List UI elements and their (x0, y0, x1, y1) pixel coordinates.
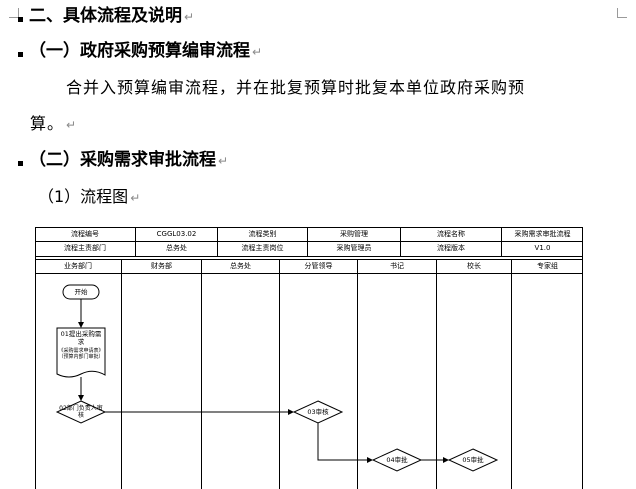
body-paragraph-line-1: 合并入预算编审流程，并在批复预算时批复本单位政府采购预 (66, 78, 526, 97)
header-cell-value: V1.0 (534, 244, 551, 252)
section-heading-2: 二、具体流程及说明↵ (18, 5, 194, 28)
lane-header: 书记 (390, 262, 404, 270)
crop-mark-top-left (9, 8, 19, 18)
lane-header: 财务部 (151, 262, 172, 270)
header-cell-value: 总务处 (166, 244, 187, 252)
header-cell-value: 采购管理 (340, 230, 368, 238)
paragraph-mark-icon: ↵ (184, 10, 195, 24)
flowchart-canvas (35, 227, 583, 489)
lane-header: 总务处 (230, 262, 251, 270)
node-04-shape (371, 448, 423, 472)
node-02-shape (55, 400, 107, 424)
node-02-label: 02部门负责人审核 (59, 405, 103, 419)
paragraph-mark-icon: ↵ (130, 191, 141, 205)
node-05-label: 05审批 (462, 456, 484, 464)
lane-header: 分管领导 (304, 262, 333, 270)
header-cell-value: 采购需求审批流程 (514, 230, 571, 238)
header-cell-label: 流程主责部门 (64, 244, 106, 252)
flowchart-subtitle: （1）流程图↵ (38, 187, 141, 206)
flowchart-border (35, 227, 583, 489)
header-cell-label: 流程名称 (437, 230, 465, 238)
subsection-heading-1: （一）政府采购预算编审流程↵ (18, 40, 262, 63)
paragraph-mark-icon: ↵ (252, 45, 263, 59)
node-03-label: 03审核 (307, 408, 329, 416)
start-node-label: 开始 (74, 288, 88, 296)
paragraph-mark-icon: ↵ (218, 154, 229, 168)
crop-mark-top-right (617, 8, 627, 18)
heading-bullet (18, 16, 23, 22)
lane-header: 校长 (467, 262, 481, 270)
subsection-heading-2: （二）采购需求审批流程↵ (18, 149, 228, 172)
node-01-title: 01提出采购需求 (60, 330, 102, 346)
header-cell-value: CGGL03.02 (156, 230, 197, 238)
node-05-shape (447, 448, 499, 472)
lane-header: 业务部门 (64, 262, 92, 270)
node-01-detail: 《采购需求申请表》（预算内部门审批） (58, 348, 104, 360)
header-cell-label: 流程主责岗位 (241, 244, 284, 252)
node-04-label: 04审批 (386, 456, 408, 464)
flow-arrow (317, 423, 373, 463)
flowchart: 流程编号 CGGL03.02 流程类别 采购管理 流程名称 采购需求审批流程 流… (35, 227, 583, 489)
header-cell-label: 流程类别 (248, 230, 277, 238)
body-paragraph-line-2: 算。↵ (30, 114, 78, 133)
header-cell-value: 采购管理员 (336, 244, 372, 252)
node-01-shape (56, 327, 106, 378)
header-cell-label: 流程编号 (71, 230, 99, 238)
heading-bullet (18, 160, 23, 166)
heading-bullet (18, 51, 23, 57)
paragraph-mark-icon: ↵ (66, 118, 78, 132)
lane-header: 专家组 (537, 262, 558, 270)
header-cell-label: 流程版本 (437, 244, 465, 252)
